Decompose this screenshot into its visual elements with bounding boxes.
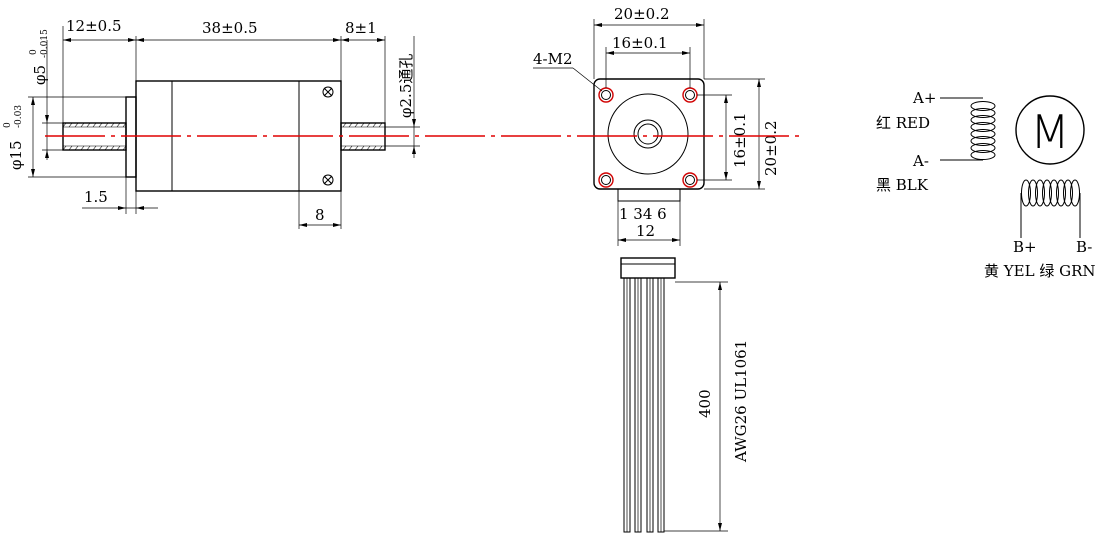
dim-rear-cap: 8: [315, 206, 325, 224]
bearing-icon: [322, 174, 334, 186]
dim-body-length: 38±0.5: [202, 19, 258, 37]
label-black-wire: 黑 BLK: [876, 176, 929, 194]
boss-circle: [607, 93, 689, 175]
dim-shaft-diameter-tol-lower: -0.015: [40, 29, 50, 58]
dim-through-hole: φ2.5通孔: [397, 54, 415, 118]
connector-pin-labels: 1 34 6: [619, 205, 667, 223]
label-yellow-green-wires: 黄 YEL 绿 GRN: [984, 262, 1096, 280]
label-b-plus: B+: [1013, 238, 1037, 256]
hole-callout: 4-M2: [533, 50, 573, 68]
flange: [125, 96, 137, 178]
dim-connector: 12: [636, 222, 655, 240]
dim-shaft-diameter: φ5: [31, 65, 49, 85]
dim-rear-shaft-length: 8±1: [345, 19, 377, 37]
dim-lead-length: 400: [696, 389, 714, 418]
label-red-wire: 红 RED: [876, 114, 930, 132]
dim-height-outer: 20±0.2: [762, 120, 780, 176]
coil-b-icon: [1021, 179, 1080, 207]
rear-shaft-hatch: [341, 122, 385, 151]
side-view: 12±0.5 38±0.5 8±1 φ5 0 -0.015 φ15 0 -0.0…: [3, 17, 420, 229]
dim-boss-diameter: φ15: [7, 140, 25, 170]
motor-symbol-letter: M: [1030, 105, 1070, 159]
connector-body: [617, 188, 681, 202]
wire-spec: AWG26 UL1061: [732, 340, 750, 463]
label-a-plus: A+: [912, 89, 936, 107]
front-shaft-hatch: [62, 122, 127, 151]
label-b-minus: B-: [1076, 238, 1092, 256]
dim-shaft-length: 12±0.5: [66, 17, 122, 35]
dim-boss-diameter-tol-lower: -0.03: [14, 105, 24, 128]
mounting-holes: [598, 87, 698, 188]
dim-flange-thickness: 1.5: [84, 188, 108, 206]
dim-boss-diameter-tol-upper: 0: [3, 122, 13, 128]
label-a-minus: A-: [912, 152, 929, 170]
mount-hole-icon: [598, 172, 614, 188]
coil-a-icon: [970, 101, 996, 160]
lead-connector: [620, 257, 676, 279]
bearing-icon: [322, 86, 334, 98]
front-view: 4-M2 20±0.2 16±0.1 16±0.1 20±0.2: [533, 5, 780, 533]
lead-wires: [623, 277, 665, 533]
shaft-circle: [633, 119, 663, 149]
dim-shaft-diameter-tol-upper: 0: [29, 49, 39, 55]
dim-height-inner: 16±0.1: [731, 112, 749, 168]
dim-width-outer: 20±0.2: [614, 5, 670, 23]
wiring-diagram: A+ 红 RED A- 黑 BLK M: [876, 89, 1096, 280]
dim-width-inner: 16±0.1: [612, 34, 668, 52]
motor-symbol-icon: [1015, 95, 1085, 165]
